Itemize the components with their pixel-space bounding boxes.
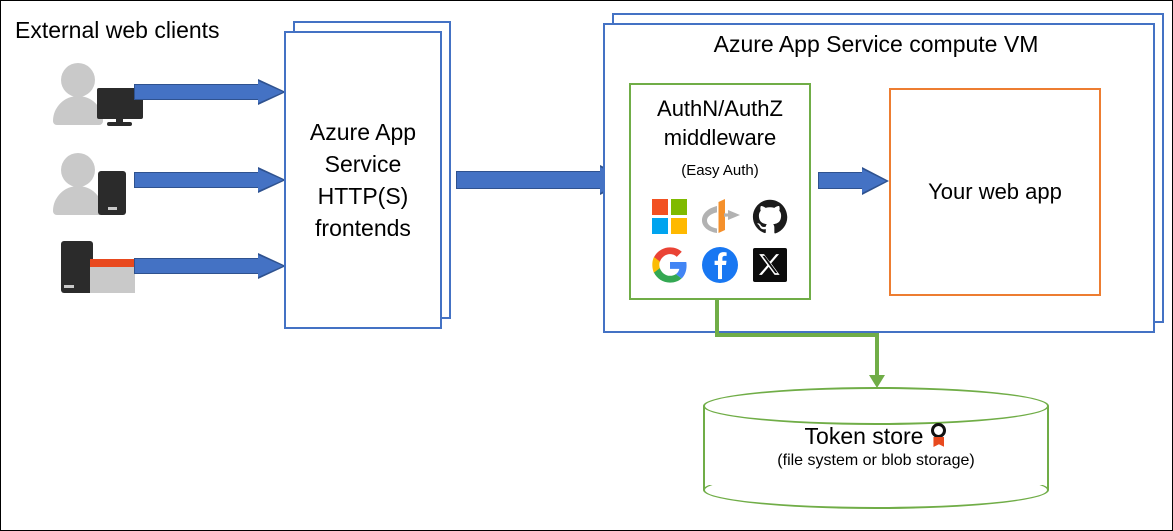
arrow-client1-to-frontend <box>134 79 286 105</box>
user-desktop-icon <box>53 63 143 126</box>
openid-connect-icon[interactable] <box>695 193 745 241</box>
google-icon[interactable] <box>645 241 695 289</box>
token-store-cylinder[interactable]: Token store (file system or blob storage… <box>703 387 1049 509</box>
user-mobile-icon <box>53 153 131 215</box>
vm-title: Azure App Service compute VM <box>713 31 1039 57</box>
identity-providers-grid <box>645 193 795 289</box>
microsoft-icon[interactable] <box>645 193 695 241</box>
x-twitter-icon[interactable] <box>745 241 795 289</box>
webapp-label: Your web app <box>928 179 1062 204</box>
arrow-middleware-to-webapp <box>818 167 893 195</box>
token-store-title-text: Token store <box>804 423 924 449</box>
external-clients-title: External web clients <box>15 17 220 43</box>
facebook-icon[interactable] <box>695 241 745 289</box>
frontends-box[interactable] <box>284 31 442 329</box>
seal-medal-icon <box>930 423 947 448</box>
token-store-title: Token store <box>703 423 1049 450</box>
github-icon[interactable] <box>745 193 795 241</box>
token-store-subtitle: (file system or blob storage) <box>777 452 975 469</box>
middleware-title: AuthN/AuthZ middleware <box>657 96 783 150</box>
webapp-box[interactable] <box>889 88 1101 296</box>
frontends-label: Azure App Service HTTP(S) frontends <box>309 119 417 241</box>
tablet-browser-icon <box>61 241 135 293</box>
middleware-subtitle: (Easy Auth) <box>681 162 759 179</box>
arrow-client3-to-frontend <box>134 253 286 279</box>
arrow-client2-to-frontend <box>134 167 286 193</box>
